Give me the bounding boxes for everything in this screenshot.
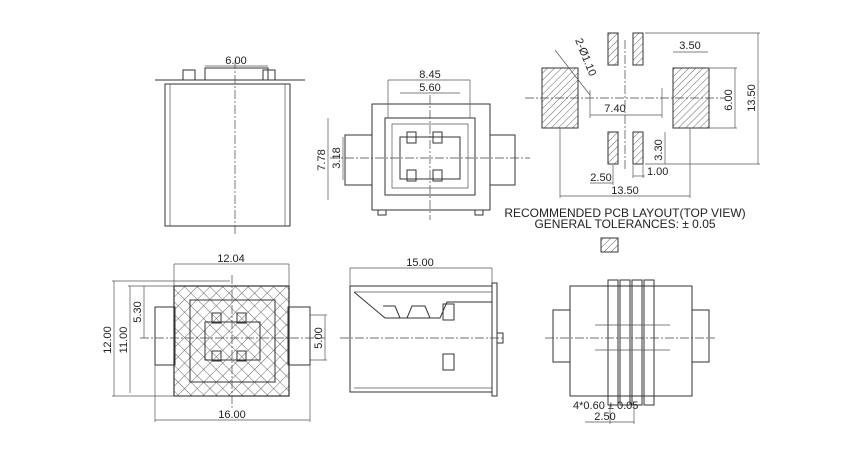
side-view-top: 6.00 [155,55,305,235]
dim-overall-height: 12.00 [102,326,114,354]
dim-inner-height: 3.18 [331,147,343,168]
dim-pitch-bottom: 2.50 [594,411,615,423]
front-view-bottom: 12.04 12.00 11.00 5.30 5.00 16.00 [102,253,327,422]
dim-pitch: 2.50 [590,172,611,184]
dim-small-pad-height: 3.30 [653,139,665,160]
dim-height: 7.78 [316,149,328,170]
dim-pad-width: 3.50 [679,40,700,52]
side-view-bottom: 15.00 [340,257,505,397]
bottom-view: 4*0.60 ± 0.05 2.50 [545,279,715,424]
dim-pad-height: 6.00 [723,89,735,110]
dim-body-height: 11.00 [118,327,130,354]
dim-length: 15.00 [406,257,434,269]
tolerance-note: GENERAL TOLERANCES: ± 0.05 [534,217,715,231]
dim-body-width: 12.04 [217,253,245,265]
dim-width: 6.00 [225,55,246,67]
dim-small-pad-width: 1.00 [647,166,668,178]
pcb-layout-view: 2-Ø1.10 7.40 3.50 6.00 13.50 3.30 2.50 1… [504,32,760,253]
front-view-top: 8.45 5.60 7.78 3.18 [316,69,530,220]
dim-hole-spacing: 7.40 [604,103,625,115]
dim-total-width: 13.50 [611,185,639,197]
dim-flange: 5.00 [313,327,325,348]
pad-legend-swatch [600,237,619,253]
dim-pin: 4*0.60 ± 0.05 [573,400,638,412]
dim-offset: 5.30 [132,301,144,322]
dim-overall-width: 16.00 [218,409,246,421]
pcb-layout-title: RECOMMENDED PCB LAYOUT(TOP VIEW) [504,206,745,220]
dim-inner: 5.60 [419,82,440,94]
dim-outer: 8.45 [419,69,440,81]
dim-total-height: 13.50 [746,84,758,112]
